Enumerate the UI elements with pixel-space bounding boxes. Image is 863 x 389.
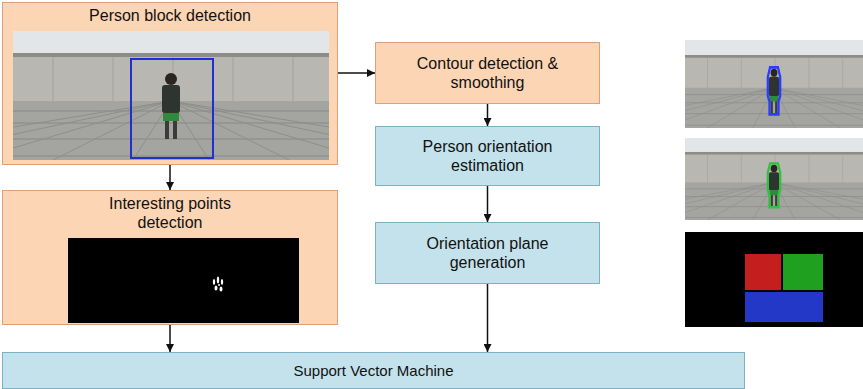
orientation-plane-picture [685,232,863,327]
red-plane [745,254,781,290]
box-label: Orientation plane generation [400,234,575,272]
process-box: Person block detection [2,2,338,165]
flow-arrow [487,104,489,126]
flow-arrow [169,165,171,190]
green-plane [783,254,823,290]
box-label: Interesting points detection [75,194,265,232]
box-label: Person block detection [89,6,251,25]
contour-outline [768,67,780,114]
contour-photo [572,40,863,128]
box-label: Contour detection & smoothing [400,54,575,92]
box-label: Person orientation estimation [400,137,575,175]
process-box: Contour detection & smoothing [375,42,600,104]
flow-arrow [169,325,171,352]
flow-arrow [487,284,489,352]
person-block [131,59,213,158]
process-box: Support Vector Machine [2,352,745,389]
orientation-outline [768,163,780,207]
flow-arrow [338,72,375,74]
box-label: Support Vector Machine [293,362,453,380]
process-box: Orientation plane generation [375,222,600,284]
interest-points-picture [68,238,299,323]
flow-arrow [487,186,489,222]
process-box: Interesting points detection [2,190,338,325]
detection-photo [13,31,329,160]
interest-points [213,277,223,292]
process-box: Person orientation estimation [375,126,600,186]
blue-plane [745,292,823,322]
orientation-photo [572,138,863,220]
